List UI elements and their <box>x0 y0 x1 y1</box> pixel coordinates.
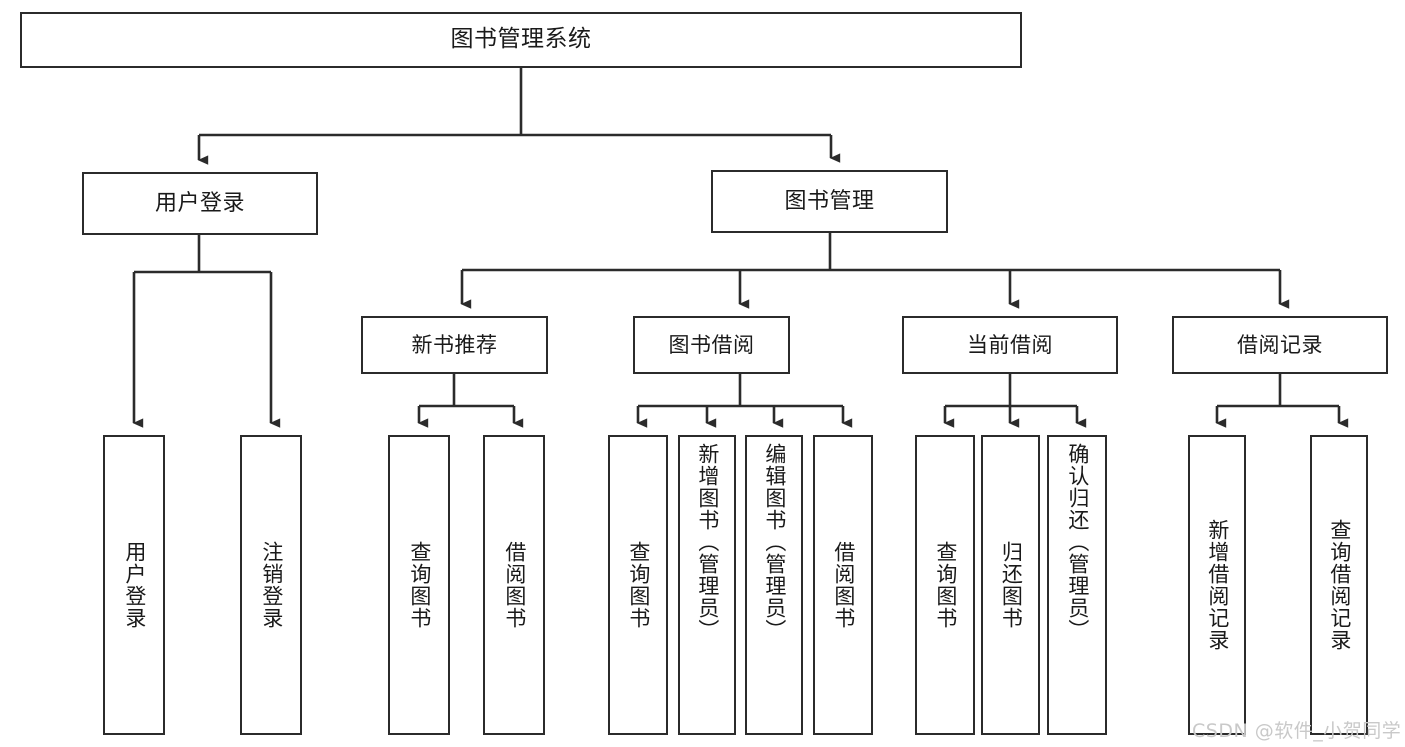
node-leaf-borrow-book-2[interactable]: 借阅图书 <box>813 435 873 735</box>
node-leaf-add-book[interactable]: 新增图书（管理员） <box>678 435 736 735</box>
node-label: 注销登录 <box>259 541 284 629</box>
node-leaf-query-book-3[interactable]: 查询图书 <box>915 435 975 735</box>
node-label: 查询图书 <box>933 541 958 629</box>
node-label: 用户登录 <box>122 541 147 629</box>
node-label: 图书管理系统 <box>450 26 592 53</box>
node-leaf-add-record[interactable]: 新增借阅记录 <box>1188 435 1246 735</box>
node-label: 查询图书 <box>407 541 432 629</box>
node-borrow-record[interactable]: 借阅记录 <box>1172 316 1388 374</box>
node-new-book-recommend[interactable]: 新书推荐 <box>361 316 548 374</box>
node-label: 图书管理 <box>784 188 875 214</box>
node-label: 借阅记录 <box>1237 332 1323 357</box>
node-book-manage[interactable]: 图书管理 <box>711 170 948 233</box>
node-label: 新书推荐 <box>411 332 498 357</box>
csdn-watermark: CSDN @软件_小贺同学 <box>1192 720 1402 742</box>
node-label: 当前借阅 <box>967 332 1053 357</box>
node-label: 用户登录 <box>154 190 245 216</box>
node-current-borrow[interactable]: 当前借阅 <box>902 316 1118 374</box>
node-label: 确认归还（管理员） <box>1065 443 1090 641</box>
node-label: 借阅图书 <box>831 541 856 629</box>
node-label: 查询图书 <box>626 541 651 629</box>
node-label: 新增图书（管理员） <box>695 443 720 641</box>
node-book-borrow[interactable]: 图书借阅 <box>633 316 790 374</box>
node-label: 查询借阅记录 <box>1327 519 1352 651</box>
node-leaf-edit-book[interactable]: 编辑图书（管理员） <box>745 435 803 735</box>
node-leaf-query-book-2[interactable]: 查询图书 <box>608 435 668 735</box>
node-label: 编辑图书（管理员） <box>762 443 787 641</box>
node-leaf-query-book-1[interactable]: 查询图书 <box>388 435 450 735</box>
node-user-login[interactable]: 用户登录 <box>82 172 318 235</box>
node-leaf-user-login[interactable]: 用户登录 <box>103 435 165 735</box>
node-label: 借阅图书 <box>502 541 527 629</box>
node-label: 归还图书 <box>999 541 1024 629</box>
node-root[interactable]: 图书管理系统 <box>20 12 1022 68</box>
node-leaf-query-record[interactable]: 查询借阅记录 <box>1310 435 1368 735</box>
node-leaf-return-book[interactable]: 归还图书 <box>981 435 1040 735</box>
node-leaf-confirm-return[interactable]: 确认归还（管理员） <box>1047 435 1107 735</box>
node-label: 新增借阅记录 <box>1205 519 1230 651</box>
node-label: 图书借阅 <box>668 332 755 357</box>
node-leaf-borrow-book-1[interactable]: 借阅图书 <box>483 435 545 735</box>
node-leaf-user-logout[interactable]: 注销登录 <box>240 435 302 735</box>
